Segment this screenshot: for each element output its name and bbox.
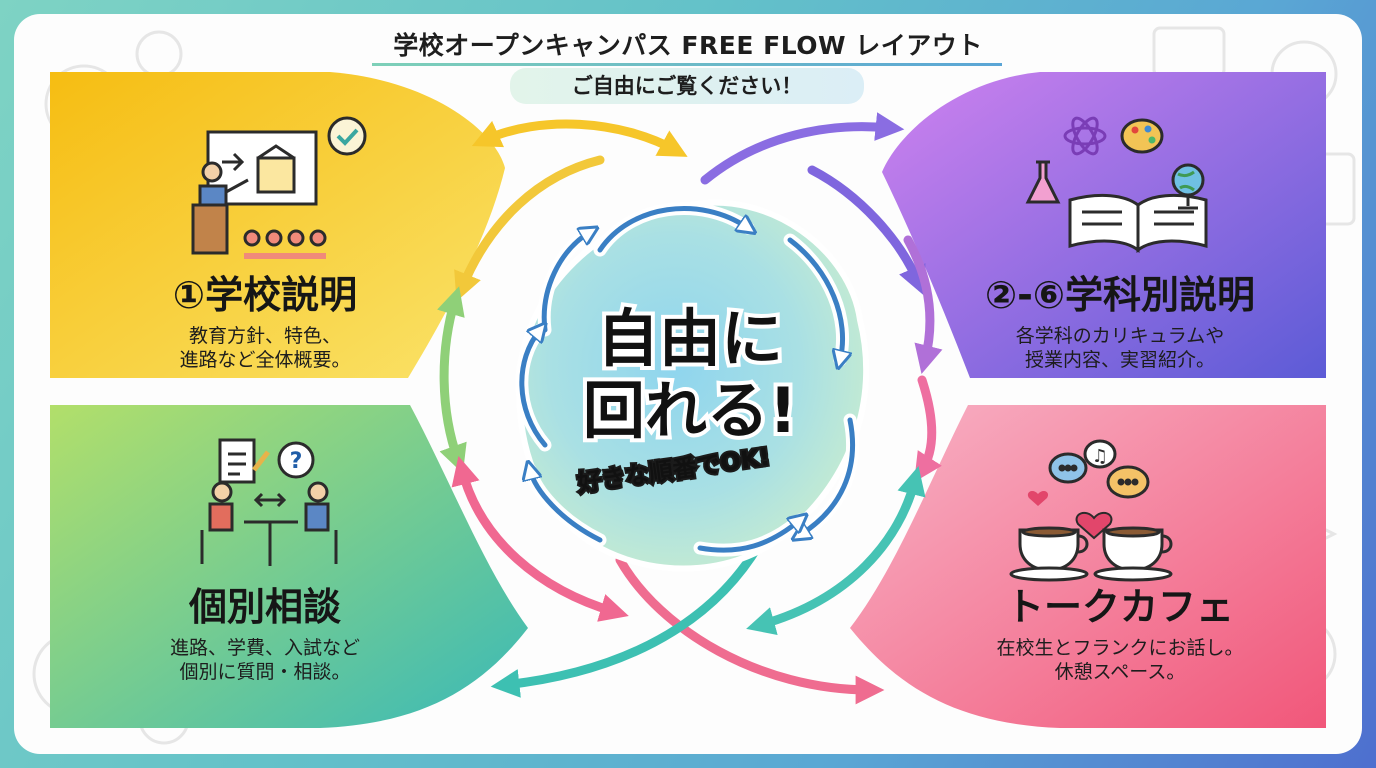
panel-individual-consult-desc-2: 個別に質問・相談。 (179, 661, 350, 683)
svg-text:♫: ♫ (1092, 446, 1108, 467)
panel-individual-consult[interactable] (50, 405, 528, 728)
arrow-pink-right (914, 375, 942, 483)
panel-individual-consult-title: 個別相談 (188, 585, 341, 629)
arrow-purple-right (807, 165, 926, 296)
panel-school-intro-desc-2: 進路など全体概要。 (179, 349, 350, 371)
page-title: 学校オープンキャンパス FREE FLOW レイアウト (393, 31, 983, 60)
question-icon: ? (277, 441, 315, 479)
arrow-pink-left (451, 456, 629, 622)
panel-talk-cafe-title: トークカフェ (1006, 585, 1234, 629)
chat-icon (1048, 452, 1150, 499)
panel-department-intro-title: ②-⑥学科別説明 (985, 273, 1255, 317)
svg-text:?: ? (290, 449, 303, 474)
panel-school-intro[interactable] (50, 72, 505, 378)
center-line1: 自由に (597, 302, 783, 375)
coffee-cup-icon (1009, 526, 1173, 582)
panel-department-intro-desc-1: 各学科のカリキュラムや (1016, 325, 1224, 347)
globe-icon (1171, 163, 1205, 210)
arrow-yellow-left (454, 155, 605, 302)
title-underline (372, 63, 1002, 66)
checkmark-icon (327, 116, 367, 156)
arrow-yellow-top (471, 119, 688, 157)
panel-department-intro-desc-2: 授業内容、実習紹介。 (1025, 349, 1215, 371)
flask-icon (1025, 160, 1061, 204)
presentation-icon (191, 130, 327, 259)
clipboard-icon (218, 438, 270, 484)
subtitle-pill: ご自由にご覧ください！ (510, 68, 864, 104)
consultation-icon (200, 481, 338, 566)
center-line2: 回れる! (583, 374, 797, 447)
panel-school-intro-desc-1: 教育方針、特色、 (189, 325, 341, 347)
cycle-arrows (519, 206, 856, 553)
arrow-teal-right (746, 466, 926, 636)
book-icon (1068, 194, 1208, 254)
panel-talk-cafe-desc-1: 在校生とフランクにお話し。 (996, 637, 1243, 659)
arrow-pink-bottom (615, 555, 885, 705)
arrow-purple-down (903, 235, 943, 374)
panel-individual-consult-desc-1: 進路、学費、入試など (170, 637, 360, 659)
heart-icon (1027, 491, 1113, 540)
arrow-purple-top (700, 112, 905, 185)
palette-icon (1120, 118, 1164, 154)
flow-arrows (437, 112, 943, 705)
arrow-green-left (437, 286, 467, 474)
panel-talk-cafe[interactable] (850, 405, 1326, 728)
atom-icon (1063, 116, 1107, 156)
music-note-icon: ♫ (1083, 439, 1117, 469)
panel-school-intro-title: ①学校説明 (173, 273, 357, 317)
panel-talk-cafe-desc-2: 休憩スペース。 (1055, 661, 1186, 683)
